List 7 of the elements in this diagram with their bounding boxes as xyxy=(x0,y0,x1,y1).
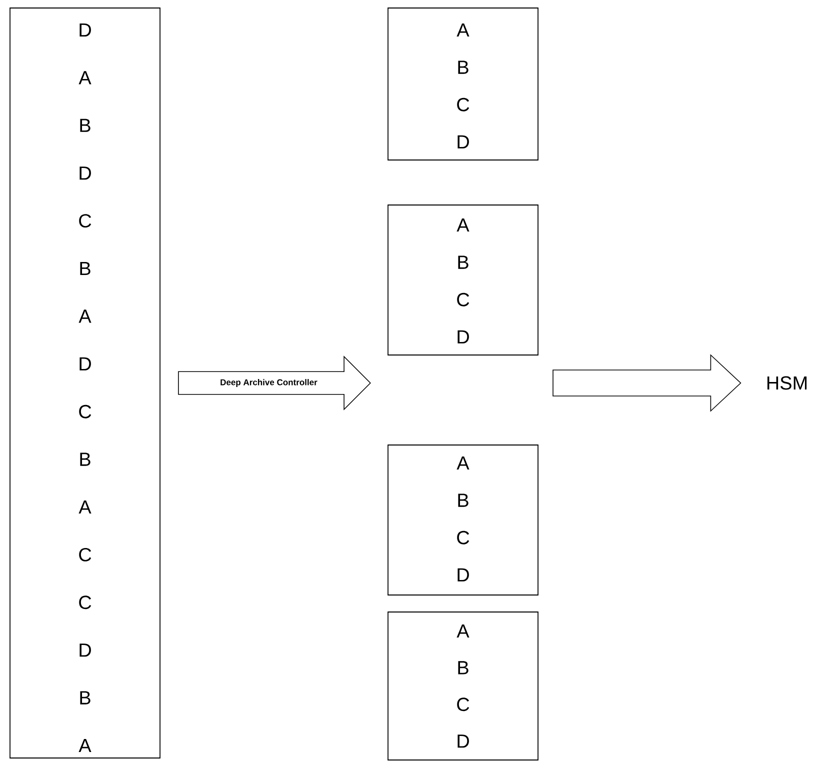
label-text: HSM xyxy=(767,376,807,390)
block-arrow xyxy=(552,354,742,412)
letter-box: D A B D C B A D C B A C C D B A xyxy=(10,8,160,758)
letter-box: A B C D xyxy=(388,204,538,356)
letter-box: A B C D xyxy=(388,612,538,760)
letter-box: A B C D xyxy=(388,444,538,596)
letter-box: A B C D xyxy=(388,8,538,160)
